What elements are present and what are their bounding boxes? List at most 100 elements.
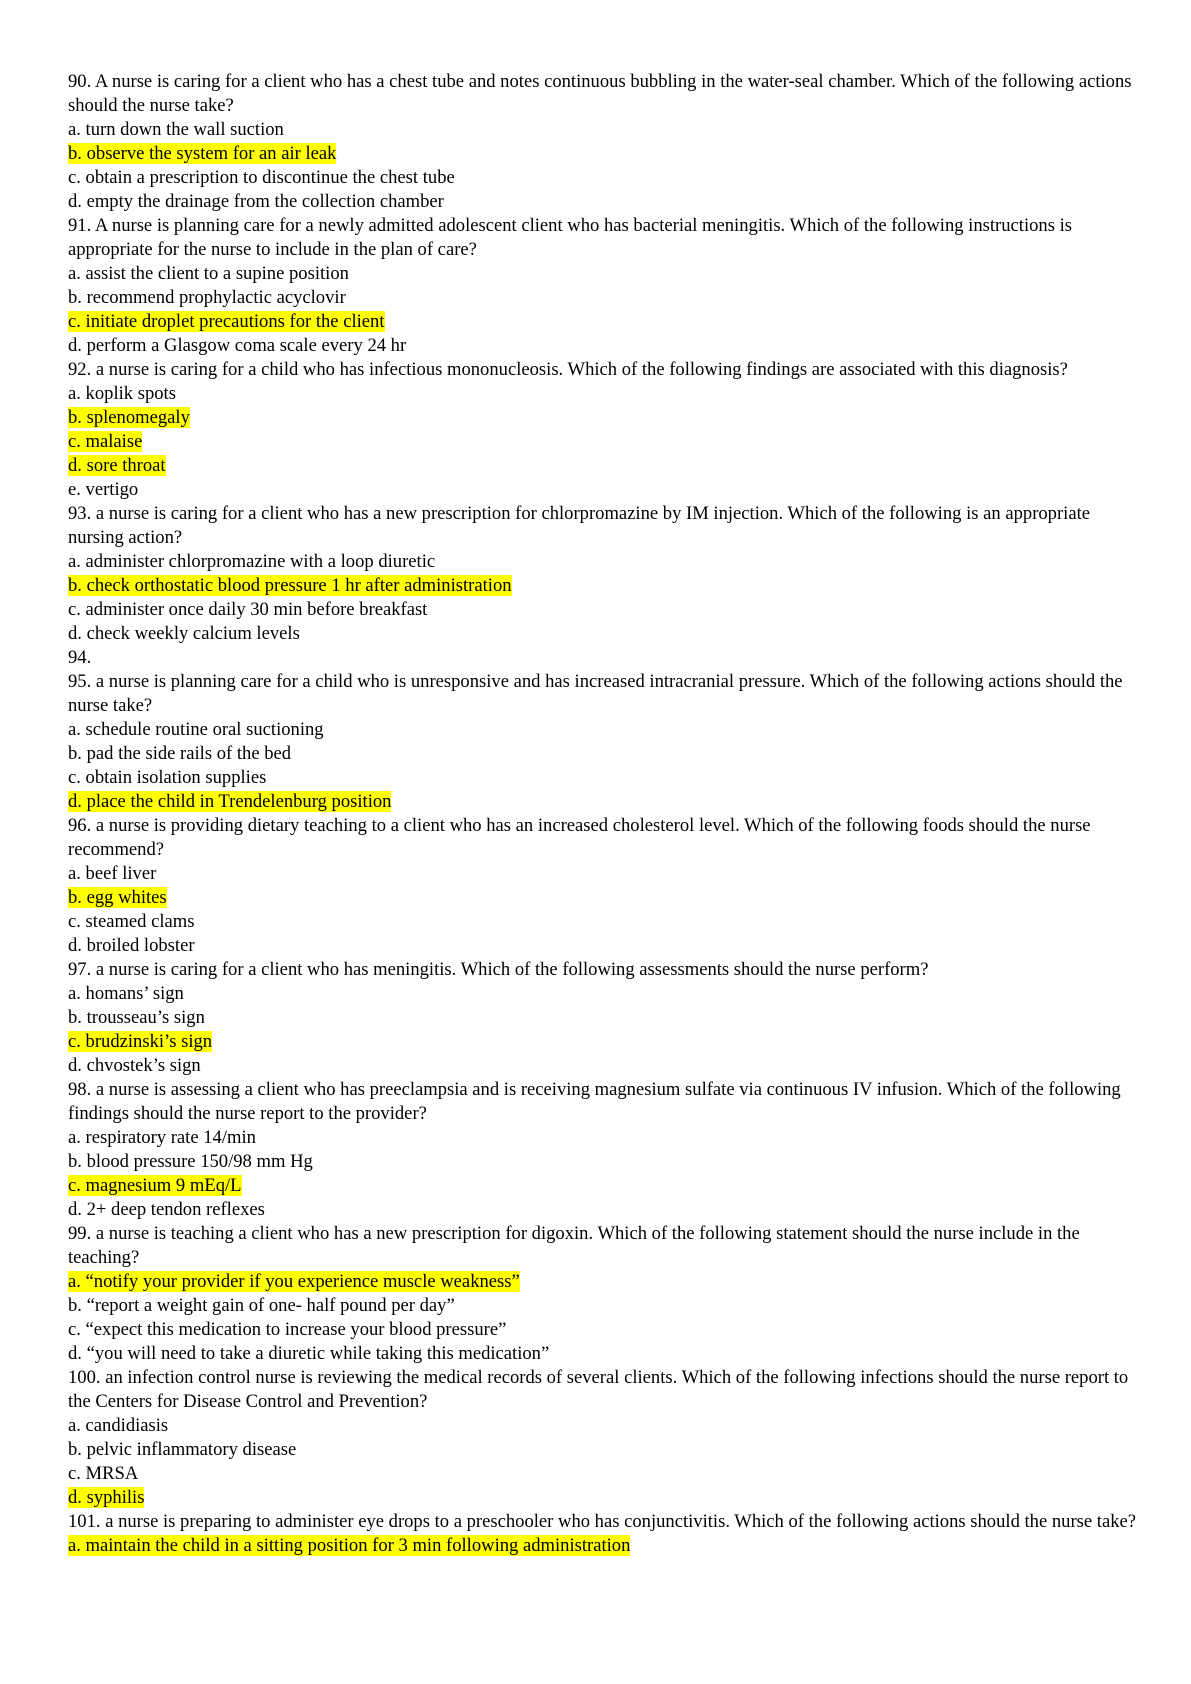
answer-option: a. beef liver (68, 862, 1138, 886)
option-text: c. malaise (68, 431, 143, 452)
answer-option-highlighted: c. malaise (68, 430, 1138, 454)
answer-option-highlighted: b. egg whites (68, 886, 1138, 910)
answer-option: a. respiratory rate 14/min (68, 1126, 1138, 1150)
answer-option: b. trousseau’s sign (68, 1006, 1138, 1030)
answer-option: b. pad the side rails of the bed (68, 742, 1138, 766)
option-text: b. blood pressure 150/98 mm Hg (68, 1151, 313, 1172)
option-text: d. check weekly calcium levels (68, 623, 300, 644)
answer-option-highlighted: b. check orthostatic blood pressure 1 hr… (68, 574, 1138, 598)
answer-option-highlighted: b. observe the system for an air leak (68, 142, 1138, 166)
answer-option: d. empty the drainage from the collectio… (68, 190, 1138, 214)
option-text: a. maintain the child in a sitting posit… (68, 1535, 631, 1556)
option-text: b. observe the system for an air leak (68, 143, 337, 164)
option-text: d. broiled lobster (68, 935, 195, 956)
question-text: 93. a nurse is caring for a client who h… (68, 503, 1091, 548)
option-text: a. assist the client to a supine positio… (68, 263, 349, 284)
option-text: d. sore throat (68, 455, 166, 476)
option-text: c. brudzinski’s sign (68, 1031, 213, 1052)
answer-option: b. recommend prophylactic acyclovir (68, 286, 1138, 310)
answer-option-highlighted: c. magnesium 9 mEq/L (68, 1174, 1138, 1198)
option-text: c. steamed clams (68, 911, 195, 932)
answer-option: a. assist the client to a supine positio… (68, 262, 1138, 286)
answer-option: d. 2+ deep tendon reflexes (68, 1198, 1138, 1222)
option-text: c. obtain a prescription to discontinue … (68, 167, 455, 188)
option-text: c. initiate droplet precautions for the … (68, 311, 385, 332)
option-text: a. beef liver (68, 863, 157, 884)
option-text: c. obtain isolation supplies (68, 767, 267, 788)
answer-option: c. “expect this medication to increase y… (68, 1318, 1138, 1342)
answer-option: c. obtain a prescription to discontinue … (68, 166, 1138, 190)
question-block: 100. an infection control nurse is revie… (68, 1366, 1138, 1510)
answer-option-highlighted: a. “notify your provider if you experien… (68, 1270, 1138, 1294)
option-text: a. “notify your provider if you experien… (68, 1271, 520, 1292)
option-text: c. “expect this medication to increase y… (68, 1319, 507, 1340)
question-block: 93. a nurse is caring for a client who h… (68, 502, 1138, 646)
option-text: d. place the child in Trendelenburg posi… (68, 791, 392, 812)
option-text: a. turn down the wall suction (68, 119, 284, 140)
answer-option: a. koplik spots (68, 382, 1138, 406)
option-text: c. MRSA (68, 1463, 139, 1484)
answer-option: b. blood pressure 150/98 mm Hg (68, 1150, 1138, 1174)
option-text: c. magnesium 9 mEq/L (68, 1175, 242, 1196)
option-text: d. chvostek’s sign (68, 1055, 201, 1076)
option-text: d. empty the drainage from the collectio… (68, 191, 444, 212)
answer-option: d. check weekly calcium levels (68, 622, 1138, 646)
answer-option-highlighted: d. place the child in Trendelenburg posi… (68, 790, 1138, 814)
option-text: b. pad the side rails of the bed (68, 743, 292, 764)
question-block: 98. a nurse is assessing a client who ha… (68, 1078, 1138, 1222)
option-text: d. 2+ deep tendon reflexes (68, 1199, 265, 1220)
question-text: 98. a nurse is assessing a client who ha… (68, 1079, 1121, 1124)
option-text: b. splenomegaly (68, 407, 190, 428)
answer-option: d. “you will need to take a diuretic whi… (68, 1342, 1138, 1366)
option-text: a. respiratory rate 14/min (68, 1127, 256, 1148)
answer-option: d. perform a Glasgow coma scale every 24… (68, 334, 1138, 358)
question-block: 97. a nurse is caring for a client who h… (68, 958, 1138, 1078)
question-block: 101. a nurse is preparing to administer … (68, 1510, 1138, 1558)
question-text: 100. an infection control nurse is revie… (68, 1367, 1129, 1412)
answer-option: c. MRSA (68, 1462, 1138, 1486)
question-text: 94. (68, 647, 92, 668)
option-text: e. vertigo (68, 479, 139, 500)
answer-option-highlighted: d. sore throat (68, 454, 1138, 478)
option-text: d. “you will need to take a diuretic whi… (68, 1343, 550, 1364)
question-block: 92. a nurse is caring for a child who ha… (68, 358, 1138, 502)
question-block: 95. a nurse is planning care for a child… (68, 670, 1138, 814)
answer-option-highlighted: d. syphilis (68, 1486, 1138, 1510)
answer-option-highlighted: c. initiate droplet precautions for the … (68, 310, 1138, 334)
answer-option: c. administer once daily 30 min before b… (68, 598, 1138, 622)
answer-option: a. turn down the wall suction (68, 118, 1138, 142)
option-text: b. pelvic inflammatory disease (68, 1439, 297, 1460)
question-block: 94. (68, 646, 1138, 670)
question-block: 99. a nurse is teaching a client who has… (68, 1222, 1138, 1366)
option-text: c. administer once daily 30 min before b… (68, 599, 428, 620)
question-block: 90. A nurse is caring for a client who h… (68, 70, 1138, 214)
question-text: 90. A nurse is caring for a client who h… (68, 71, 1132, 116)
question-text: 99. a nurse is teaching a client who has… (68, 1223, 1080, 1268)
question-text: 91. A nurse is planning care for a newly… (68, 215, 1072, 260)
option-text: d. perform a Glasgow coma scale every 24… (68, 335, 407, 356)
option-text: a. administer chlorpromazine with a loop… (68, 551, 436, 572)
question-block: 96. a nurse is providing dietary teachin… (68, 814, 1138, 958)
answer-option: a. administer chlorpromazine with a loop… (68, 550, 1138, 574)
answer-option: d. chvostek’s sign (68, 1054, 1138, 1078)
answer-option: e. vertigo (68, 478, 1138, 502)
option-text: b. recommend prophylactic acyclovir (68, 287, 346, 308)
option-text: b. trousseau’s sign (68, 1007, 205, 1028)
answer-option-highlighted: a. maintain the child in a sitting posit… (68, 1534, 1138, 1558)
option-text: a. koplik spots (68, 383, 176, 404)
answer-option: c. obtain isolation supplies (68, 766, 1138, 790)
answer-option: a. homans’ sign (68, 982, 1138, 1006)
option-text: a. candidiasis (68, 1415, 169, 1436)
question-text: 92. a nurse is caring for a child who ha… (68, 359, 1068, 380)
option-text: b. egg whites (68, 887, 167, 908)
answer-option-highlighted: c. brudzinski’s sign (68, 1030, 1138, 1054)
answer-option: a. schedule routine oral suctioning (68, 718, 1138, 742)
option-text: b. “report a weight gain of one- half po… (68, 1295, 455, 1316)
option-text: a. schedule routine oral suctioning (68, 719, 324, 740)
answer-option: b. “report a weight gain of one- half po… (68, 1294, 1138, 1318)
option-text: b. check orthostatic blood pressure 1 hr… (68, 575, 512, 596)
question-text: 95. a nurse is planning care for a child… (68, 671, 1123, 716)
answer-option-highlighted: b. splenomegaly (68, 406, 1138, 430)
answer-option: c. steamed clams (68, 910, 1138, 934)
option-text: d. syphilis (68, 1487, 145, 1508)
